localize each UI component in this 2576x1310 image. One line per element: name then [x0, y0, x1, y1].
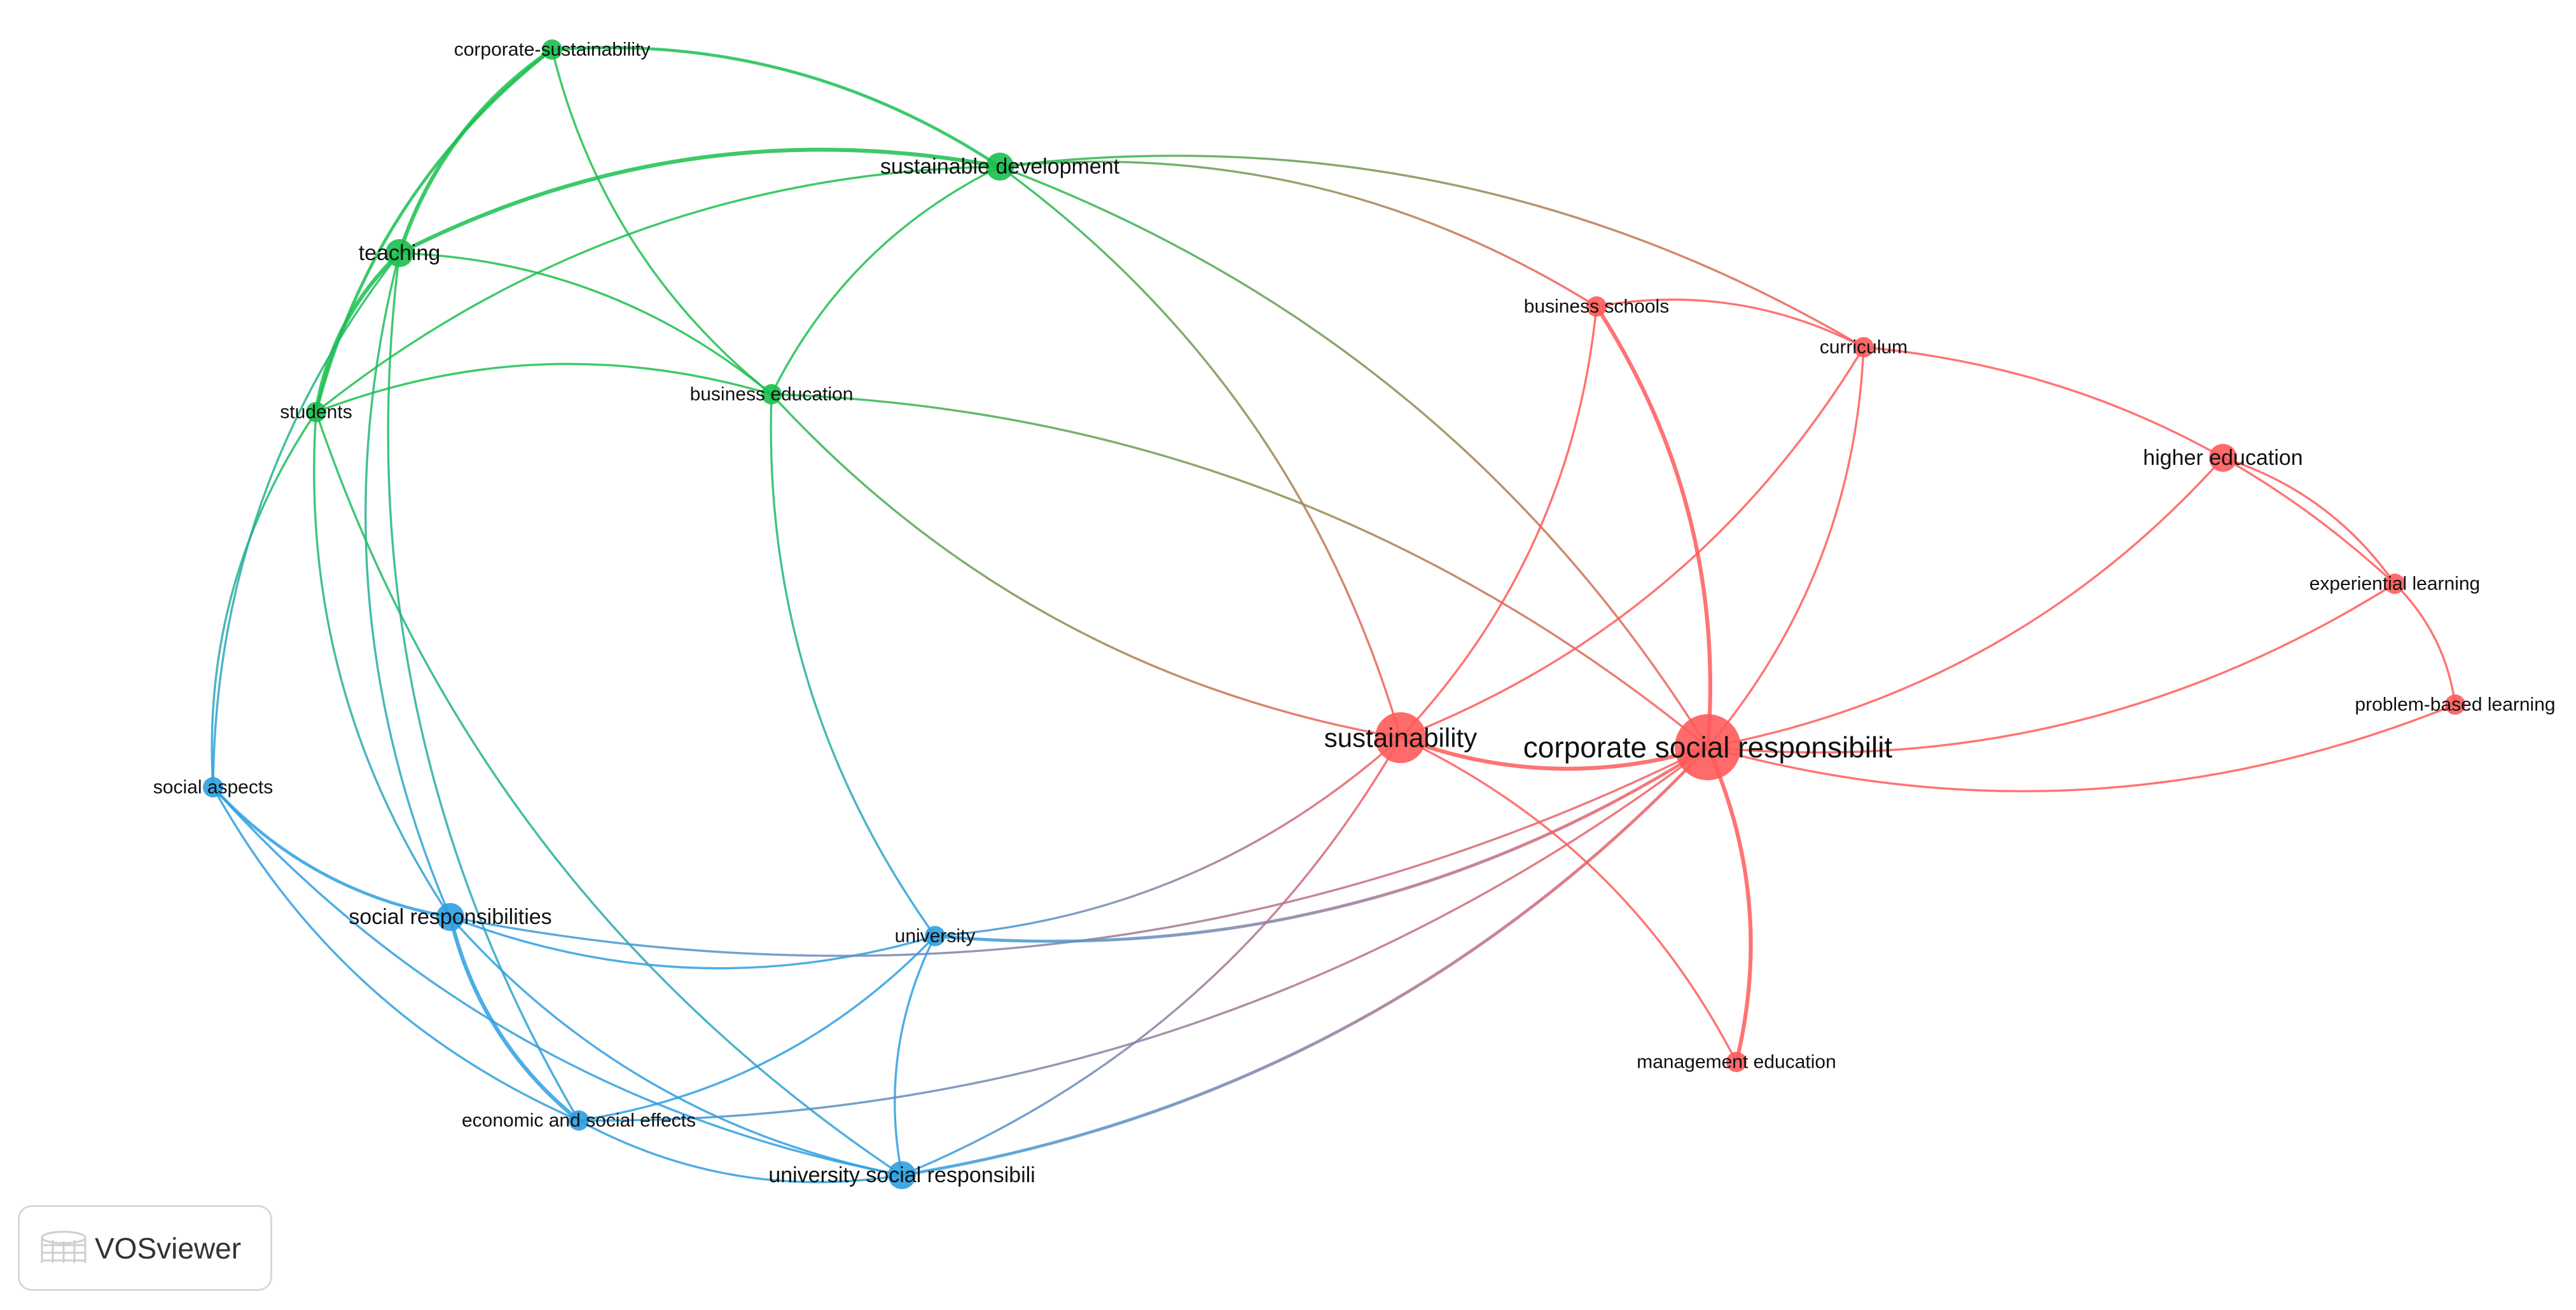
node-experiential-learning[interactable]: [2385, 574, 2405, 594]
link-sustainability-management-education: [1400, 736, 1738, 1063]
link-business-schools-curriculum: [1596, 298, 1864, 348]
node-social-aspects[interactable]: [203, 777, 223, 797]
node-sustainable-development[interactable]: [986, 153, 1014, 181]
node-label-students[interactable]: students: [280, 402, 352, 423]
link-social-aspects-social-responsibilities: [212, 786, 451, 919]
link-economic-and-social-effects-university-social-responsibility: [578, 1119, 903, 1183]
link-students-social-aspects: [211, 411, 317, 788]
link-university-social-responsibility-corporate-social-responsibility: [901, 746, 1709, 1177]
link-teaching-corporate-sustainability: [398, 48, 553, 254]
link-sustainability-curriculum: [1400, 347, 1865, 739]
link-students-social-responsibilities: [313, 411, 452, 918]
link-corporate-social-responsibility-experiential-learning: [1707, 583, 2395, 754]
node-economic-and-social-effects[interactable]: [569, 1110, 589, 1131]
node-label-social-aspects[interactable]: social aspects: [153, 777, 273, 798]
link-sustainable-development-sustainability: [999, 165, 1402, 738]
node-management-education[interactable]: [1726, 1052, 1747, 1072]
node-problem-based-learning[interactable]: [2445, 694, 2465, 715]
link-corporate-social-responsibility-business-schools: [1595, 305, 1712, 748]
node-label-business-education[interactable]: business education: [690, 384, 854, 405]
node-label-economic-and-social-effects[interactable]: economic and social effects: [462, 1110, 696, 1131]
link-corporate-social-responsibility-management-education: [1706, 746, 1753, 1063]
link-university-economic-and-social-effects: [578, 935, 936, 1122]
node-label-university[interactable]: university: [895, 926, 976, 947]
node-corporate-social-responsibility[interactable]: [1675, 714, 1741, 780]
link-students-corporate-sustainability: [314, 48, 553, 413]
label-layer: corporate-sustainability sustainable deve…: [153, 39, 2556, 1188]
link-sustainable-development-curriculum: [999, 155, 1864, 348]
node-teaching[interactable]: [385, 239, 413, 267]
link-sustainability-business-schools: [1399, 306, 1598, 739]
link-business-education-corporate-social-responsibility: [771, 393, 1709, 748]
link-teaching-social-aspects: [212, 252, 401, 788]
link-corporate-social-responsibility-higher-education: [1707, 457, 2224, 748]
link-corporate-social-responsibility-curriculum: [1707, 347, 1865, 748]
node-label-experiential-learning[interactable]: experiential learning: [2309, 574, 2481, 595]
vosviewer-badge[interactable]: VOSviewer: [18, 1205, 272, 1291]
vosviewer-logo-icon: [41, 1231, 87, 1263]
link-university-university-social-responsibility: [894, 935, 936, 1176]
link-corporate-sustainability-sustainable-development: [551, 46, 1001, 169]
link-students-business-education: [315, 362, 772, 413]
link-social-responsibilities-university: [450, 916, 936, 970]
link-corporate-social-responsibility-problem-based-learning: [1707, 703, 2456, 792]
link-social-responsibilities-economic-and-social-effects: [448, 916, 580, 1122]
link-business-education-university: [770, 394, 936, 937]
node-university-social-responsibility[interactable]: [888, 1161, 916, 1189]
link-social-responsibilities-corporate-social-responsibility: [450, 746, 1708, 957]
node-social-responsibilities[interactable]: [436, 903, 464, 931]
node-label-problem-based-learning[interactable]: problem-based learning: [2355, 694, 2555, 715]
node-label-curriculum[interactable]: curriculum: [1820, 337, 1908, 358]
link-teaching-sustainable-development: [398, 148, 1001, 255]
link-sustainable-development-business-schools: [999, 160, 1597, 308]
node-label-sustainable-development[interactable]: sustainable development: [880, 155, 1120, 179]
link-experiential-learning-problem-based-learning: [2393, 583, 2456, 705]
link-curriculum-experiential-learning: [1863, 346, 2396, 585]
node-label-sustainability[interactable]: sustainability: [1324, 723, 1477, 753]
node-university[interactable]: [925, 926, 945, 946]
link-social-aspects-university-social-responsibility: [212, 786, 903, 1176]
node-curriculum[interactable]: [1853, 337, 1874, 357]
link-sustainability-corporate-social-responsibility: [1399, 736, 1708, 771]
node-label-higher-education[interactable]: higher education: [2143, 446, 2302, 470]
link-teaching-business-education: [399, 252, 773, 396]
node-business-education[interactable]: [761, 384, 782, 404]
link-teaching-social-responsibilities: [364, 252, 452, 918]
link-corporate-sustainability-business-education: [551, 49, 773, 396]
node-label-teaching[interactable]: teaching: [359, 241, 441, 265]
node-label-corporate-sustainability[interactable]: corporate-sustainability: [454, 39, 650, 60]
node-label-university-social-responsibility[interactable]: university social responsibili: [768, 1163, 1035, 1187]
node-label-business-schools[interactable]: business schools: [1524, 296, 1669, 317]
edge-layer: [211, 46, 2456, 1183]
node-label-social-responsibilities[interactable]: social responsibilities: [349, 905, 551, 929]
node-layer: [203, 39, 2465, 1189]
link-social-responsibilities-university-social-responsibility: [449, 916, 903, 1176]
link-business-education-sustainable-development: [770, 165, 1001, 395]
link-teaching-economic-and-social-effects: [387, 252, 580, 1121]
link-social-aspects-economic-and-social-effects: [212, 787, 579, 1122]
link-university-sustainability: [934, 736, 1402, 937]
link-business-education-sustainability: [770, 393, 1401, 739]
node-students[interactable]: [306, 402, 326, 422]
node-corporate-sustainability[interactable]: [542, 39, 562, 60]
vosviewer-label: VOSviewer: [95, 1231, 242, 1265]
link-teaching-students: [314, 251, 401, 413]
node-label-corporate-social-responsibility[interactable]: corporate social responsibilit: [1523, 731, 1893, 764]
node-sustainability[interactable]: [1375, 712, 1426, 763]
node-business-schools[interactable]: [1586, 296, 1607, 317]
node-higher-education[interactable]: [2209, 444, 2237, 472]
node-label-management-education[interactable]: management education: [1637, 1052, 1836, 1073]
link-higher-education-experiential-learning: [2222, 457, 2396, 584]
link-university-corporate-social-responsibility: [934, 745, 1709, 943]
link-students-university-social-responsibility: [315, 411, 903, 1176]
link-students-sustainable-development: [315, 165, 1001, 413]
link-economic-and-social-effects-corporate-social-responsibility: [578, 746, 1709, 1122]
link-sustainable-development-corporate-social-responsibility: [999, 165, 1709, 748]
link-university-social-responsibility-sustainability: [901, 737, 1402, 1176]
